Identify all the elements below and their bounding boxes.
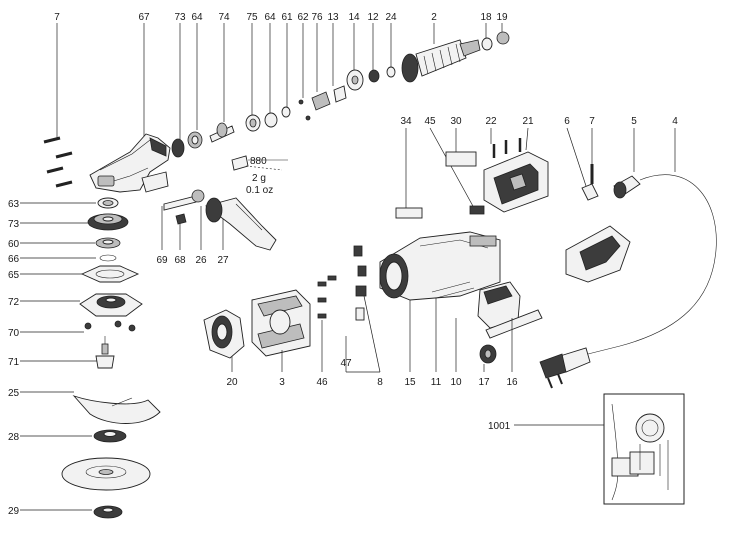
top-leader-lines	[56, 23, 503, 140]
callout-11: 11	[431, 377, 442, 388]
callout-5: 5	[631, 116, 637, 127]
callout-74: 74	[218, 12, 230, 23]
callout-66: 66	[8, 254, 20, 265]
callout-7-top: 7	[54, 12, 60, 23]
detail-inset-1001	[514, 393, 685, 505]
callout-8: 8	[377, 377, 383, 388]
callout-7-right: 7	[589, 116, 595, 127]
part-7-screws	[43, 136, 73, 188]
callout-21: 21	[522, 116, 534, 127]
weight-grams: 2 g	[252, 173, 266, 184]
callout-29: 29	[8, 506, 20, 517]
callout-27: 27	[217, 255, 229, 266]
callout-15: 15	[404, 377, 416, 388]
callout-64-left: 64	[191, 12, 203, 23]
callout-19: 19	[496, 12, 508, 23]
part-67-gear-housing	[89, 133, 171, 193]
callout-65: 65	[8, 270, 20, 281]
callout-24: 24	[385, 12, 397, 23]
callout-26: 26	[195, 255, 207, 266]
callout-18: 18	[480, 12, 492, 23]
callout-71: 71	[8, 357, 20, 368]
callout-30: 30	[450, 116, 462, 127]
side-handle-group	[161, 189, 277, 251]
housing-upper-parts	[395, 127, 549, 219]
weight-ounces: 0.1 oz	[246, 185, 273, 196]
callout-16: 16	[506, 377, 518, 388]
callout-12: 12	[367, 12, 379, 23]
callout-3: 3	[279, 377, 285, 388]
callout-6: 6	[564, 116, 570, 127]
callout-72: 72	[8, 297, 20, 308]
callout-62: 62	[297, 12, 309, 23]
callout-69: 69	[156, 255, 168, 266]
callout-13: 13	[327, 12, 339, 23]
callout-17: 17	[478, 377, 490, 388]
callout-1001: 1001	[488, 421, 511, 432]
callout-45: 45	[424, 116, 436, 127]
part-2-armature	[401, 31, 510, 83]
cable-and-switch-parts	[539, 127, 717, 389]
callout-63: 63	[8, 199, 20, 210]
callout-67: 67	[138, 12, 150, 23]
stator-group	[203, 275, 381, 373]
callout-34: 34	[400, 116, 412, 127]
callout-22: 22	[485, 116, 497, 127]
callout-61: 61	[281, 12, 293, 23]
callout-20: 20	[226, 377, 238, 388]
callout-47: 47	[340, 358, 352, 369]
callout-10: 10	[450, 377, 462, 388]
callout-68: 68	[174, 255, 186, 266]
callout-64-right: 64	[264, 12, 276, 23]
callout-46: 46	[316, 377, 328, 388]
callout-73-top: 73	[174, 12, 186, 23]
callout-2: 2	[431, 12, 437, 23]
callout-60: 60	[8, 239, 20, 250]
left-column-parts	[20, 197, 161, 519]
callout-73-left: 73	[8, 219, 20, 230]
spindle-group	[171, 66, 396, 158]
callout-76: 76	[311, 12, 323, 23]
part-880-sealant	[231, 155, 288, 171]
callout-25: 25	[8, 388, 20, 399]
callout-14: 14	[348, 12, 360, 23]
callout-4: 4	[672, 116, 678, 127]
callout-70: 70	[8, 328, 20, 339]
callout-28: 28	[8, 432, 20, 443]
callout-880: 880	[250, 156, 267, 167]
callout-labels: 7 67 73 64 74 75 64 61 62 76 13 14 12 24…	[8, 12, 678, 517]
motor-housing-group	[353, 231, 543, 372]
callout-75: 75	[246, 12, 258, 23]
